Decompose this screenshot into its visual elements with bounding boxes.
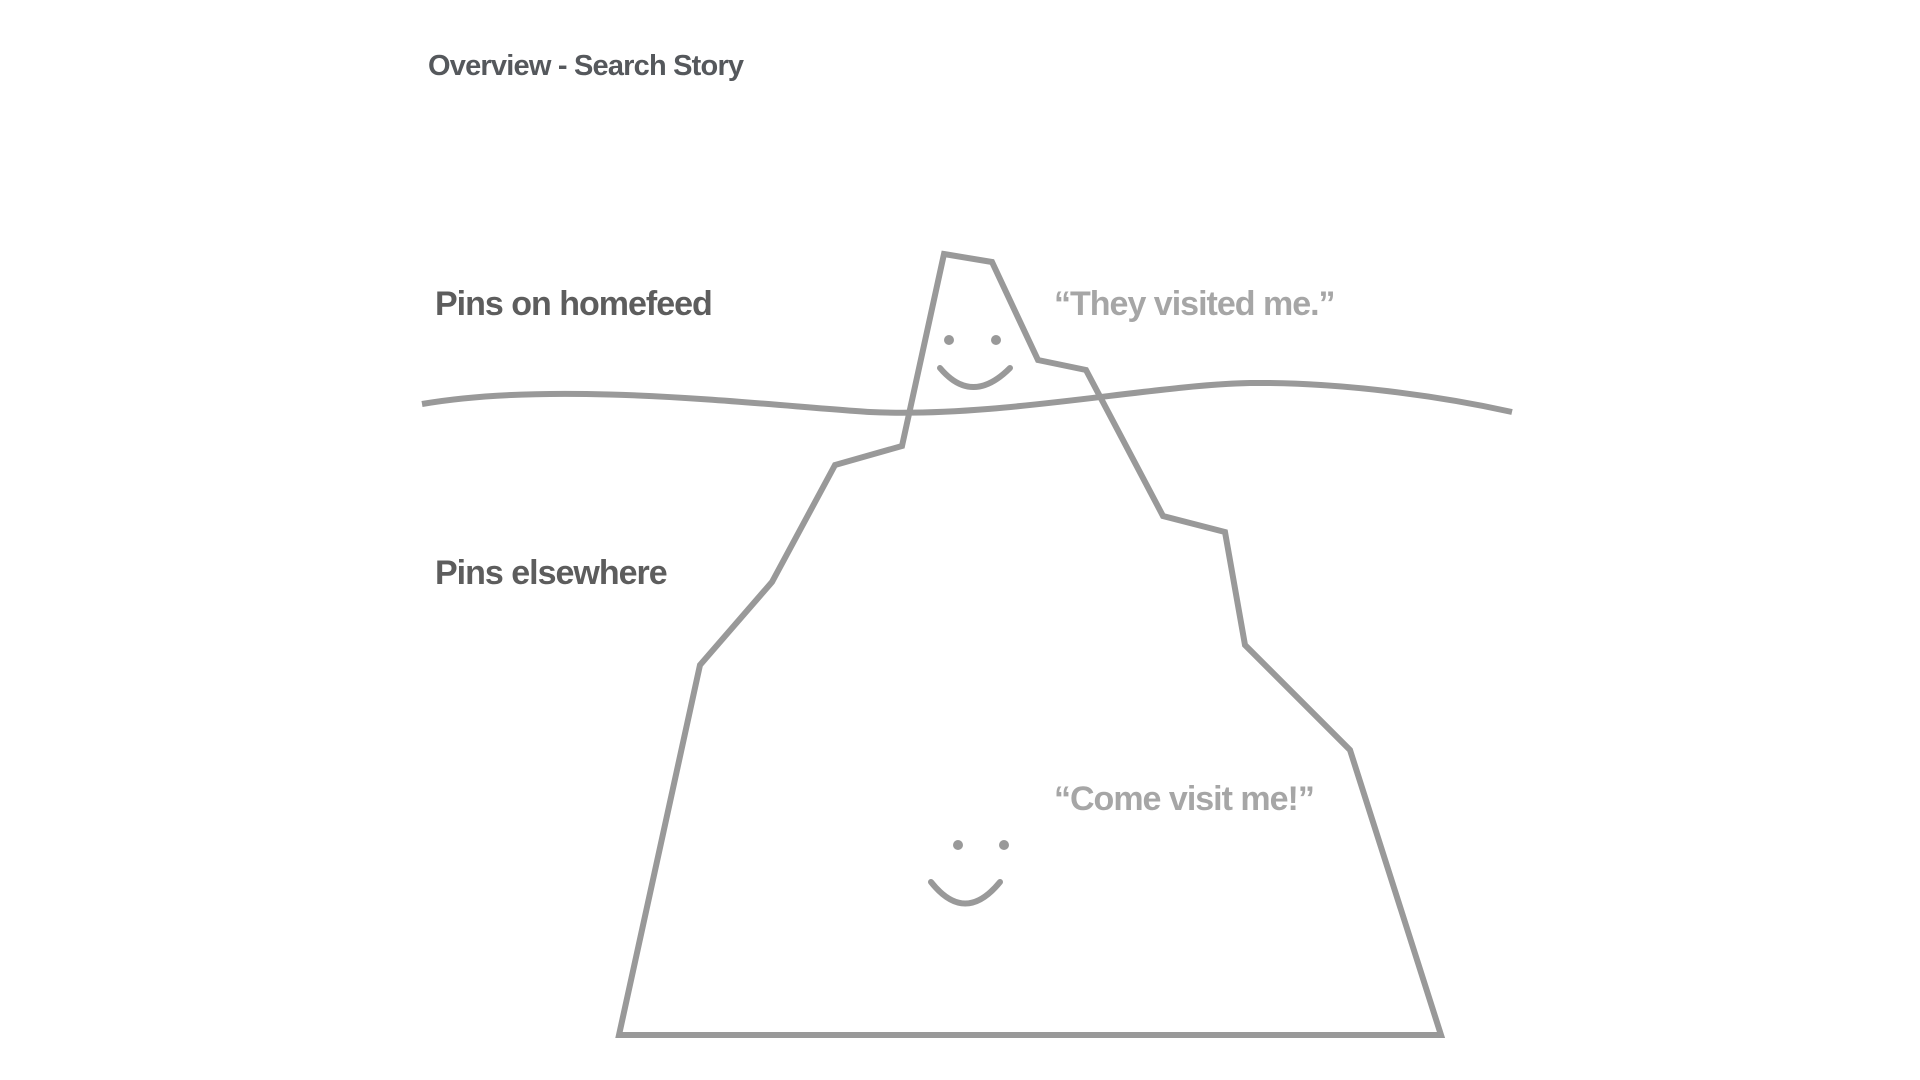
face-base-left-eye — [953, 840, 963, 850]
face-tip-left-eye — [944, 335, 954, 345]
label-pins-elsewhere: Pins elsewhere — [435, 554, 668, 592]
face-tip-right-eye — [991, 335, 1001, 345]
water-line — [421, 379, 1513, 416]
face-base-smile — [928, 879, 1003, 907]
happy-face-tip — [937, 335, 1013, 390]
face-tip-smile — [937, 365, 1013, 390]
face-base-right-eye — [999, 840, 1009, 850]
label-pins-on-homefeed: Pins on homefeed — [435, 285, 713, 323]
quote-they-visited-me: “They visited me.” — [1054, 285, 1336, 323]
slide-title: Overview - Search Story — [428, 50, 744, 82]
happy-face-base — [928, 840, 1009, 907]
quote-come-visit-me: “Come visit me!” — [1054, 780, 1315, 818]
iceberg-outline — [615, 250, 1446, 1038]
